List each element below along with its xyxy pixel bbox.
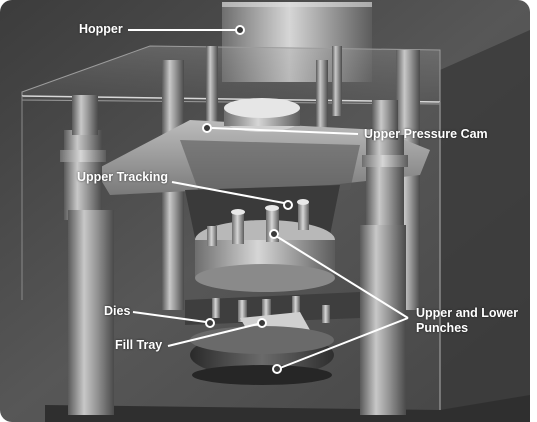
lower-punches	[212, 296, 330, 323]
label-hopper: Hopper	[79, 22, 123, 36]
base-plate	[45, 395, 530, 422]
enclosure-right-wall	[440, 30, 530, 415]
label-upper-pressure-cam: Upper Pressure Cam	[364, 127, 488, 141]
label-upper-and-lower-punches: Upper and Lower Punches	[416, 306, 519, 335]
label-upper-tracking: Upper Tracking	[77, 170, 168, 184]
label-fill-tray: Fill Tray	[115, 338, 163, 352]
leader-lines	[128, 29, 409, 369]
die-table	[185, 292, 360, 325]
front-column-left	[60, 95, 114, 415]
front-column-right	[360, 100, 408, 415]
leader-endpoints	[202, 25, 293, 374]
label-dies: Dies	[104, 304, 131, 318]
